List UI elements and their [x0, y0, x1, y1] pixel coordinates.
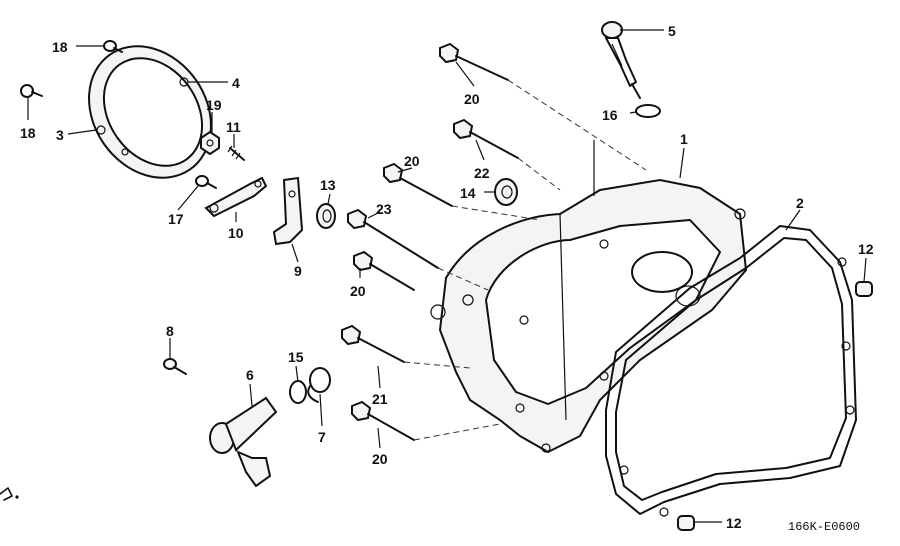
bolt-21	[341, 324, 405, 363]
nut-19	[200, 130, 220, 156]
crankcase-cover-1	[430, 178, 748, 454]
callout-11: 11	[226, 119, 241, 135]
callout-1: 1	[680, 131, 688, 147]
callout-22: 22	[474, 165, 490, 181]
margin-mark	[0, 487, 19, 501]
callout-12: 12	[858, 241, 874, 257]
bolt-20-top	[439, 42, 509, 81]
dowel-12-top	[855, 281, 873, 297]
bolt-20-bottom	[351, 400, 415, 441]
callout-14: 14	[460, 185, 476, 201]
screw-17	[195, 175, 217, 189]
washer-16	[635, 104, 661, 118]
callout-labels: 18 18 3 4 19 11 17 10 9 13 23 20 20 20 2…	[20, 23, 874, 531]
callout-6: 6	[246, 367, 254, 383]
callout-12: 12	[726, 515, 742, 531]
dipstick-5	[601, 21, 641, 99]
bearing-13	[316, 203, 336, 229]
bolt-20-lower	[353, 250, 415, 291]
bolt-22	[453, 118, 519, 159]
callout-20: 20	[372, 451, 388, 467]
screw-18-top	[103, 40, 123, 53]
cover-ring	[88, 45, 212, 179]
lifter-arm-10	[204, 176, 268, 218]
callout-10: 10	[228, 225, 244, 241]
plate-9	[272, 176, 304, 246]
callout-20: 20	[404, 153, 420, 169]
callout-20: 20	[464, 91, 480, 107]
callout-15: 15	[288, 349, 304, 365]
callout-19: 19	[206, 97, 222, 113]
callout-8: 8	[166, 323, 174, 339]
leader-lines	[27, 29, 867, 523]
bolt-20-mid	[383, 162, 453, 207]
callout-7: 7	[318, 429, 326, 445]
callout-17: 17	[168, 211, 184, 227]
callout-21: 21	[372, 391, 388, 407]
shaft-6	[209, 396, 278, 488]
callout-18: 18	[20, 125, 36, 141]
callout-5: 5	[668, 23, 676, 39]
callout-13: 13	[320, 177, 336, 193]
screw-18-left	[20, 84, 43, 98]
callout-18: 18	[52, 39, 68, 55]
callout-2: 2	[796, 195, 804, 211]
bolt-8	[163, 358, 187, 375]
seal-14	[494, 178, 518, 206]
callout-4: 4	[232, 75, 240, 91]
diagram-code: 166K-E0600	[788, 520, 860, 534]
callout-23: 23	[376, 201, 392, 217]
ring-15	[289, 380, 307, 404]
dowel-12-bottom	[677, 515, 695, 531]
bolt-23	[347, 208, 439, 269]
callout-9: 9	[294, 263, 302, 279]
callout-20: 20	[350, 283, 366, 299]
callout-3: 3	[56, 127, 64, 143]
spring-7	[307, 367, 331, 403]
gasket-2	[605, 225, 857, 517]
callout-16: 16	[602, 107, 618, 123]
stud-11	[227, 145, 245, 161]
